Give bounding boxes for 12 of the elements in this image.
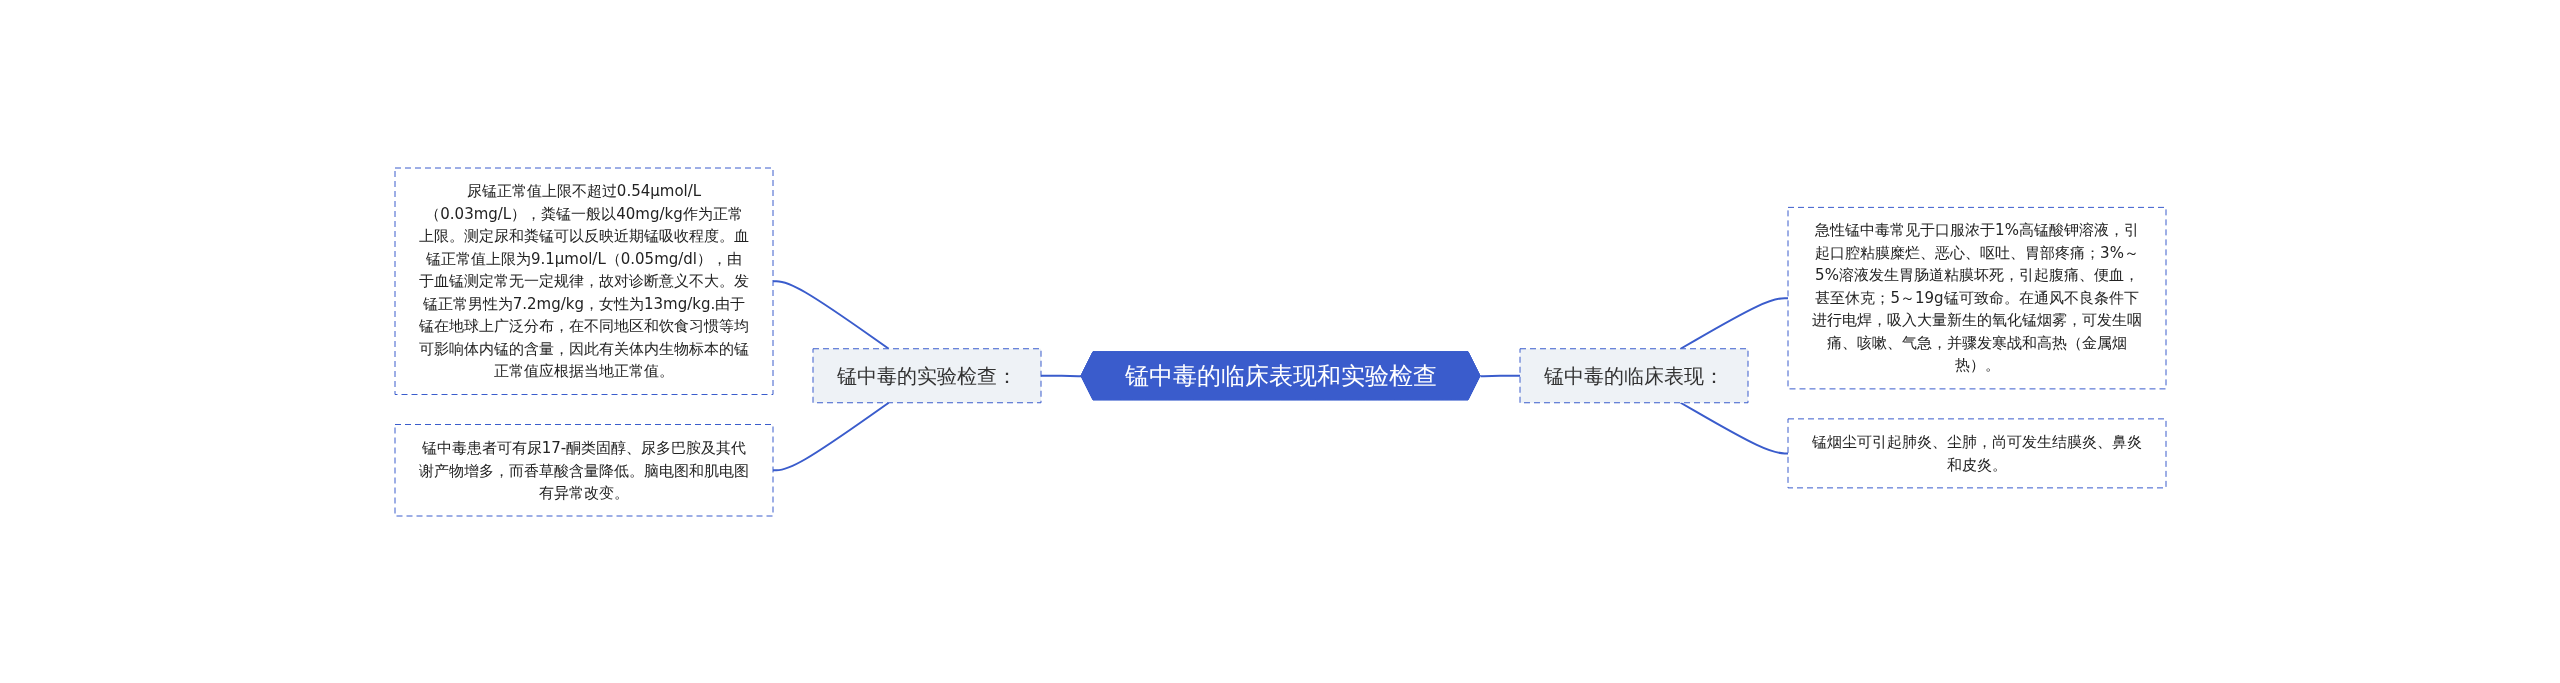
connector xyxy=(1479,374,1521,377)
connector xyxy=(1039,374,1082,377)
connector xyxy=(771,279,890,350)
node-box: 尿锰正常值上限不超过0.54μmol/L（0.03mg/L），粪锰一般以40mg/kg作为正常上限。测定尿和粪锰可以反映近期锰吸收程度。血锰正常值上限为9.1μmol/L（0.05mg/dl），由于血锰测定常无一定规律，故对诊断意义不大。发锰正常男性为7.2mg/kg，女性为13mg/kg.由于锰在地球上广泛分布，在不同地区和饮食习惯等均可影响体内锰的含量，因此有关体内生物标本的锰正常值应根据当地正常值。 xyxy=(394,167,773,395)
connector xyxy=(1679,296,1789,350)
node-box: 锰中毒的临床表现： xyxy=(1519,347,1748,403)
node-box: 锰中毒患者可有尿17-酮类固醇、尿多巴胺及其代谢产物增多，而香草酸含量降低。脑电图和肌电图有异常改变。 xyxy=(394,423,773,516)
node-box: 锰烟尘可引起肺炎、尘肺，尚可发生结膜炎、鼻炎和皮炎。 xyxy=(1787,417,2166,488)
connector xyxy=(1679,401,1789,454)
connector xyxy=(771,401,890,471)
node-box: 锰中毒的实验检查： xyxy=(812,347,1041,403)
node-box: 急性锰中毒常见于口服浓于1%高锰酸钾溶液，引起口腔粘膜糜烂、恶心、呕吐、胃部疼痛；3%～5%溶液发生胃肠道粘膜坏死，引起腹痛、便血，甚至休克；5～19g锰可致命。在通风不良条件下进行电焊，吸入大量新生的氧化锰烟雾，可发生咽痛、咳嗽、气急，并骤发寒战和高热（金属烟热）。 xyxy=(1787,206,2166,389)
